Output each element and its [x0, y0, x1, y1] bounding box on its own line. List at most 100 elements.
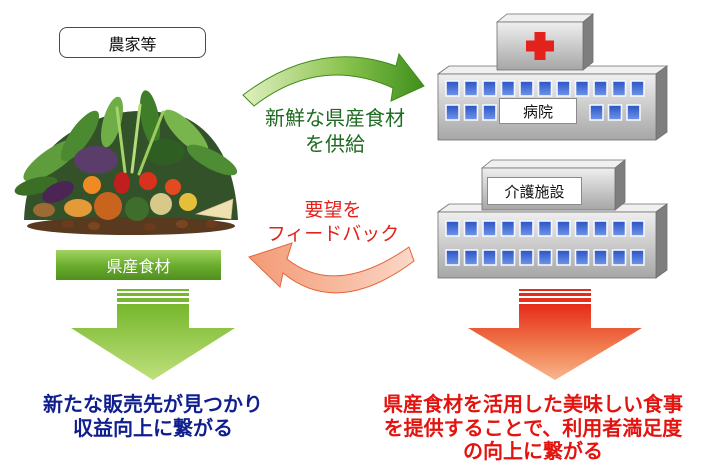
hospital-window: [463, 80, 479, 97]
arrow-stripe: [519, 298, 591, 302]
leafy-green: [14, 176, 58, 196]
care-facility-window: [556, 249, 571, 266]
scallion: [115, 106, 127, 174]
supply-caption-line: 新鮮な県産食材: [265, 106, 405, 130]
care-facility-window: [611, 249, 627, 266]
hospital-window: [445, 80, 460, 97]
care-facility-window: [482, 249, 497, 266]
hospital-window: [445, 104, 460, 121]
chestnut: [176, 220, 188, 228]
care-facility-window: [463, 249, 479, 266]
red-pepper: [114, 172, 130, 194]
care-facility-window: [463, 220, 479, 237]
care-facility-window: [482, 220, 497, 237]
chestnut: [62, 220, 74, 228]
facility-outcome-line: の向上に繋がる: [463, 439, 603, 463]
hospital-window: [574, 80, 590, 97]
hospital-window: [626, 104, 641, 121]
hospital-label: 病院: [499, 98, 577, 124]
producer-outcome-text: 新たな販売先が見つかり 収益向上に繋がる: [22, 392, 284, 440]
cheese-wedge: [194, 198, 234, 220]
care-facility-window: [500, 220, 516, 237]
producer-label: 農家等: [59, 27, 206, 58]
care-facility-upper-roof: [480, 159, 627, 169]
hospital-window: [611, 80, 627, 97]
care-facility-side-wall: [655, 203, 668, 279]
leafy-green: [145, 139, 185, 165]
basket-rim: [27, 217, 235, 235]
green-squash: [125, 197, 149, 221]
scallion: [137, 110, 165, 176]
care-facility-label: 介護施設: [487, 177, 582, 205]
care-facility-window: [593, 249, 608, 266]
ingredients-label: 県産食材: [56, 250, 221, 280]
care-facility-window: [574, 249, 590, 266]
orange: [83, 176, 101, 194]
care-facility-window: [574, 220, 590, 237]
chestnut: [144, 223, 156, 231]
supply-caption-line: を供給: [305, 132, 365, 156]
hospital-window: [607, 104, 623, 121]
care-facility-window: [445, 220, 460, 237]
hospital-window: [537, 80, 553, 97]
hospital-window: [500, 80, 516, 97]
hospital-window: [556, 80, 571, 97]
melon: [150, 193, 172, 215]
tomato: [165, 179, 181, 195]
hospital-tower-side-wall: [582, 13, 594, 71]
supply-caption: 新鮮な県産食材 を供給: [253, 105, 417, 157]
hospital-window: [589, 104, 604, 121]
facility-down-arrow: [468, 289, 642, 380]
hospital-tower-roof: [495, 13, 595, 23]
producer-outcome-line: 新たな販売先が見つかり: [43, 392, 263, 416]
care-facility-window: [556, 220, 571, 237]
care-facility-window: [630, 220, 645, 237]
tomato: [139, 172, 157, 190]
arrow-body: [468, 304, 642, 380]
building-windows: [445, 80, 645, 266]
care-facility-window: [630, 249, 645, 266]
pumpkin: [94, 192, 122, 220]
chestnut: [88, 222, 100, 230]
yellow-apple: [179, 193, 197, 211]
care-facility-window: [593, 220, 608, 237]
scallion: [130, 103, 142, 174]
arrow-body: [71, 304, 235, 380]
feedback-caption-line: フィードバック: [266, 223, 400, 245]
purple-kale: [74, 146, 118, 174]
care-facility-window: [519, 249, 534, 266]
feedback-curved-arrow: [248, 242, 415, 294]
producer-outcome-line: 収益向上に繋がる: [73, 415, 233, 440]
care-facility-window: [611, 220, 627, 237]
hospital-window: [482, 104, 497, 121]
care-facility-window: [537, 249, 553, 266]
arrow-stripe: [117, 289, 189, 291]
leafy-green: [60, 110, 100, 162]
hospital-window: [519, 80, 534, 97]
butternut-squash: [64, 199, 92, 217]
vegetable-basket-image: [14, 90, 238, 235]
chestnut: [206, 220, 218, 228]
leafy-green: [163, 109, 209, 155]
facility-outcome-text: 県産食材を活用した美味しい食事 を提供することで、利用者満足度 の向上に繋がる: [373, 392, 693, 464]
hospital-window: [630, 80, 645, 97]
potato: [33, 203, 55, 217]
producer-down-arrow: [71, 289, 235, 380]
care-facility-window: [500, 249, 516, 266]
feedback-caption-line: 要望を: [304, 199, 362, 221]
hospital-side-wall: [655, 65, 668, 141]
eggplant: [42, 181, 74, 203]
red-cross-vertical-bar: [534, 32, 546, 60]
facility-outcome-line: を提供することで、利用者満足度: [383, 415, 683, 440]
leafy-green: [186, 144, 238, 176]
facility-outcome-line: 県産食材を活用した美味しい食事: [383, 392, 683, 416]
hospital-window: [482, 80, 497, 97]
arrow-stripe: [519, 289, 591, 291]
supply-curved-arrow: [242, 52, 425, 107]
red-cross-icon: [526, 32, 554, 60]
care-facility-window: [445, 249, 460, 266]
arrow-stripe: [519, 293, 591, 296]
arrow-stripe: [117, 293, 189, 296]
care-facility-window: [519, 220, 534, 237]
